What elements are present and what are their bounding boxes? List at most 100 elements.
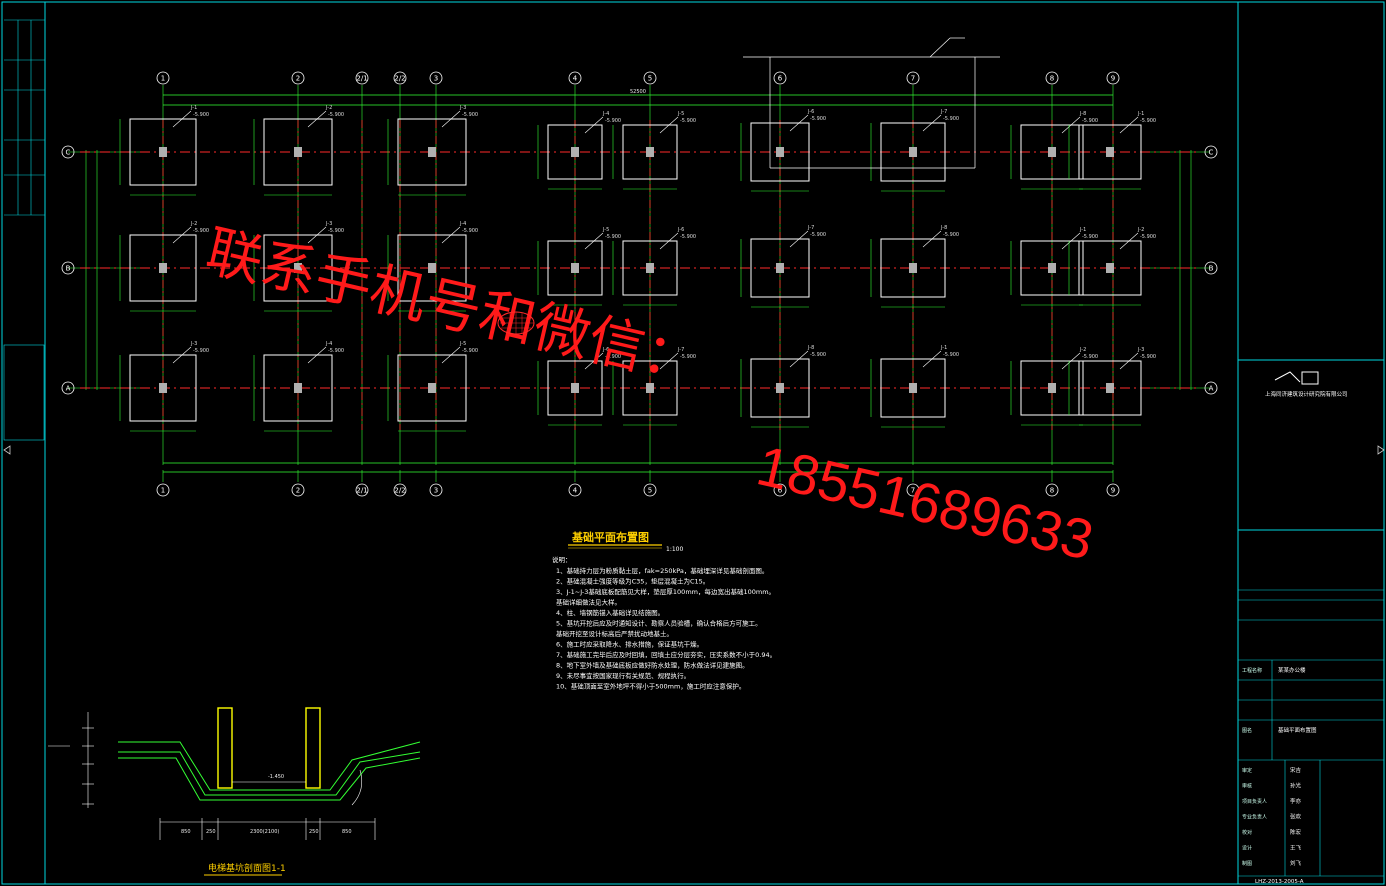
- footing-tag: J-8: [1079, 111, 1086, 117]
- title-row-label: 制图: [1242, 860, 1252, 867]
- grid-axes: [80, 120, 1200, 430]
- footing-level: -5.900: [462, 348, 478, 354]
- note-line: 3、J-1~J-3基础底板配筋见大样，垫层厚100mm，每边宽出基础100mm。: [556, 587, 775, 596]
- grid-bubble-label: 5: [648, 75, 652, 83]
- grid-bubble: [1045, 483, 1059, 497]
- grid-bubble: [156, 71, 170, 85]
- column-block: [646, 147, 654, 157]
- title-row-label: 专业负责人: [1242, 814, 1267, 821]
- title-row-label: 设计: [1242, 845, 1252, 852]
- column-block: [294, 147, 302, 157]
- grid-bubble: [906, 71, 920, 85]
- section-dim-1: 850: [181, 829, 191, 835]
- footing-tag: J-5: [459, 341, 466, 347]
- footing-tag: J-1: [1079, 227, 1086, 233]
- grid-bubble-label: 7: [911, 75, 915, 83]
- project-value: 某某办公楼: [1278, 666, 1306, 674]
- column-block: [646, 263, 654, 273]
- footing-pad: [750, 358, 810, 418]
- footing-level: -5.900: [1082, 234, 1098, 240]
- note-line: 8、地下室外墙及基础底板应做好防水处理，防水做法详见建施图。: [556, 661, 749, 670]
- column-block: [159, 383, 167, 393]
- footing-tag: J-6: [677, 227, 684, 233]
- footing-tag: J-2: [1079, 347, 1086, 353]
- footing-pad: [622, 124, 678, 180]
- footing-pad: [547, 360, 603, 416]
- footing-level: -5.900: [462, 112, 478, 118]
- column-block: [294, 263, 302, 273]
- footing-pad: [263, 118, 333, 186]
- project-label: 工程名称: [1242, 667, 1262, 674]
- watermark-line1: 联系手机号和微信：: [200, 219, 705, 394]
- footing-leader: [922, 114, 942, 132]
- grid-bubble: [291, 483, 305, 497]
- grid-bubble-label: 5: [648, 487, 652, 495]
- footing-tag: J-2: [190, 221, 197, 227]
- footing-pad: [880, 358, 946, 418]
- grid-bubble-label: 9: [1111, 75, 1115, 83]
- company-name: 上海同济建筑设计研究院有限公司: [1265, 390, 1348, 398]
- footing-leader: [307, 226, 327, 244]
- left-cursor-arrow-icon[interactable]: [3, 445, 11, 455]
- column-block: [428, 147, 436, 157]
- overall-dimension: 52500: [630, 89, 646, 95]
- footing-pad: [1078, 240, 1142, 296]
- plan-scale: 1:100: [666, 546, 683, 553]
- footing-leader: [584, 352, 604, 370]
- grid-bubble: [568, 71, 582, 85]
- note-line: 4、柱、墙钢筋锚入基础详见结施图。: [556, 608, 664, 617]
- column-block: [428, 263, 436, 273]
- right-cursor-arrow-icon[interactable]: [1377, 445, 1385, 455]
- grid-bubble-label: 2/1: [356, 487, 367, 495]
- note-line: 9、未尽事宜按国家现行有关规范、规程执行。: [556, 671, 690, 680]
- hatched-marker: [497, 311, 535, 335]
- column-block: [1106, 383, 1114, 393]
- footing-pad: [263, 234, 333, 302]
- column-block: [159, 263, 167, 273]
- grid-bubble: [773, 483, 787, 497]
- column-block: [159, 147, 167, 157]
- left-margin-strip: [3, 19, 45, 441]
- title-row-value: 刘飞: [1290, 859, 1302, 867]
- grid-bubble-label: 4: [573, 487, 578, 495]
- note-line: 1、基础持力层为粉质黏土层，fak=250kPa，基础埋深详见基础剖面图。: [556, 566, 768, 575]
- grid-bubble: [1106, 483, 1120, 497]
- grid-bubble: [643, 483, 657, 497]
- grid-bubble: [429, 71, 443, 85]
- grid-bubble-label: 3: [434, 75, 438, 83]
- footing-tag: J-7: [807, 225, 814, 231]
- footing-leader: [307, 346, 327, 364]
- column-block: [1048, 147, 1056, 157]
- footing-pad: [1020, 124, 1084, 180]
- plan-title: 基础平面布置图: [571, 530, 649, 544]
- grid-bubble: [1106, 71, 1120, 85]
- grid-bubble-label: 7: [911, 487, 915, 495]
- footing-leader: [441, 226, 461, 244]
- row-bubble-label: A: [1209, 385, 1214, 393]
- note-line: 基础详细做法见大样。: [556, 598, 621, 607]
- column-block: [909, 383, 917, 393]
- grid-bubble-label: 6: [778, 487, 783, 495]
- footing-tag: J-8: [940, 225, 947, 231]
- footing-tag: J-5: [602, 227, 609, 233]
- section-dim-5: 850: [342, 829, 352, 835]
- grid-bubble: [393, 483, 407, 497]
- column-block: [1106, 263, 1114, 273]
- note-line: 基础开挖至设计标高后严禁扰动地基土。: [556, 629, 673, 638]
- row-bubble: [1204, 381, 1218, 395]
- notes-heading: 说明：: [552, 555, 572, 564]
- footing-level: -5.900: [810, 352, 826, 358]
- plan-title-block: 基础平面布置图 1:100: [568, 530, 683, 553]
- row-bubble-label: A: [66, 385, 71, 393]
- footing-tag: J-4: [325, 341, 332, 347]
- grid-bubble-label: 1: [161, 75, 165, 83]
- row-bubble: [61, 145, 75, 159]
- column-block: [1048, 263, 1056, 273]
- grid-bubble-label: 2: [296, 487, 300, 495]
- footing-pad: [547, 124, 603, 180]
- note-line: 6、施工时应采取降水、排水措施，保证基坑干燥。: [556, 640, 703, 649]
- note-line: 5、基坑开挖后应及时通知设计、勘察人员验槽，确认合格后方可施工。: [556, 619, 762, 628]
- footing-leader: [659, 352, 679, 370]
